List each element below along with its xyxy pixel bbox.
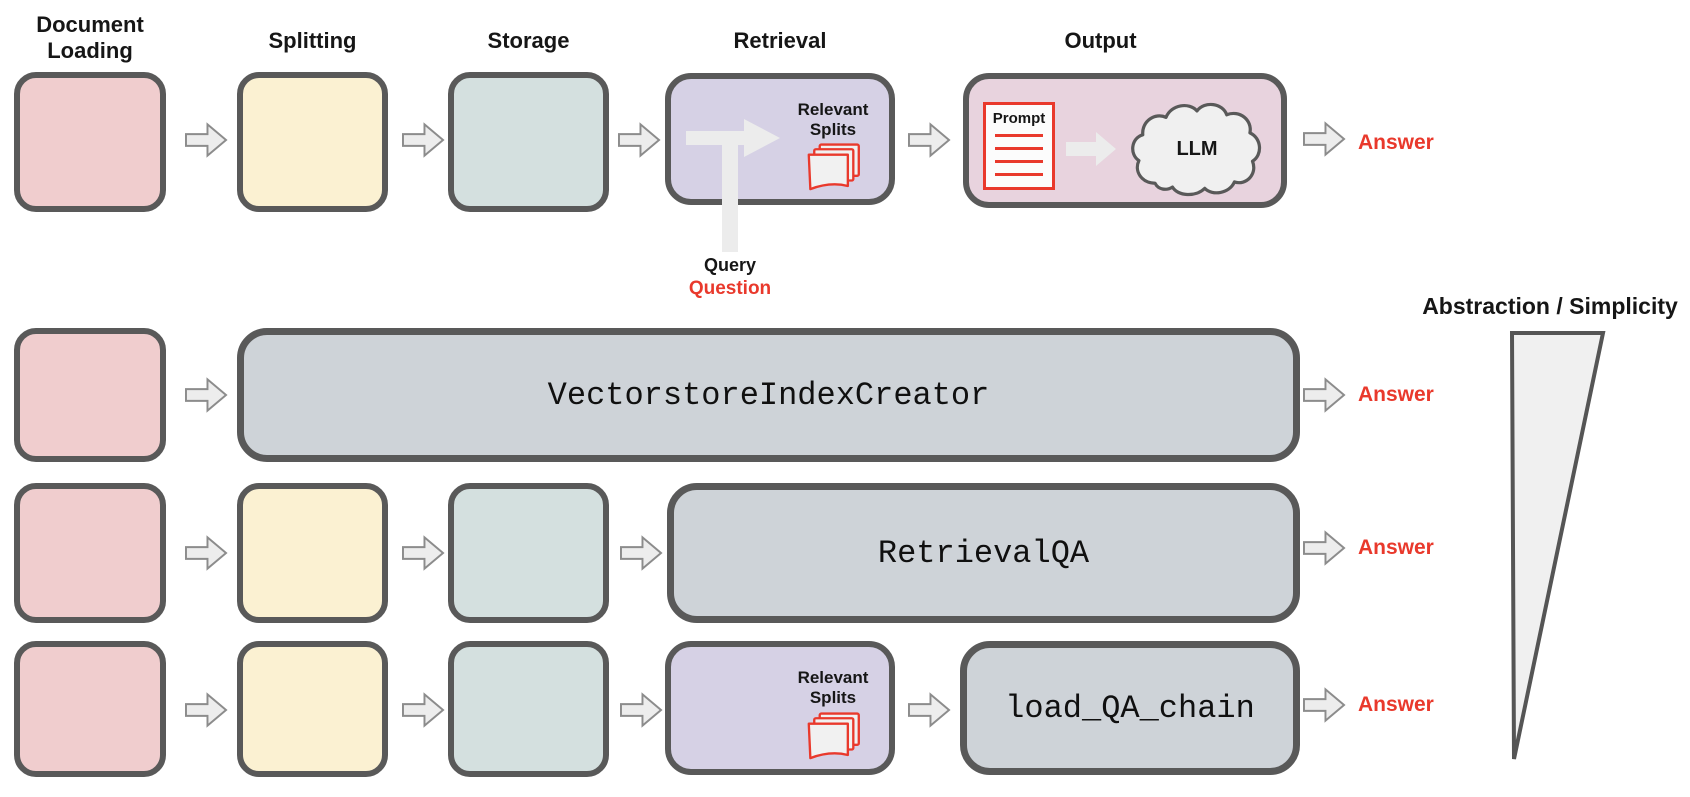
arrow-right-icon <box>402 535 445 571</box>
stage-label-document-loading: Document Loading <box>36 12 144 63</box>
arrow-right-icon <box>185 377 228 413</box>
storage-box <box>448 483 609 623</box>
arrow-right-icon <box>185 692 228 728</box>
load-qa-chain-box: load_QA_chain <box>960 641 1300 775</box>
relevant-splits-label: Relevant Splits <box>797 100 869 139</box>
prompt-label: Prompt <box>992 110 1046 127</box>
answer-label: Answer <box>1358 693 1434 716</box>
prompt-text-line <box>995 134 1043 137</box>
abstraction-wedge-icon <box>1509 331 1606 760</box>
answer-label: Answer <box>1358 536 1434 559</box>
llm-label: LLM <box>1176 137 1218 160</box>
storage-box <box>448 641 609 777</box>
stage-label-retrieval: Retrieval <box>733 28 827 53</box>
vectorstore-index-creator-label: VectorstoreIndexCreator <box>547 376 990 414</box>
stage-label-output: Output <box>1064 28 1137 53</box>
arrow-right-icon <box>402 122 445 158</box>
stage-label-splitting: Splitting <box>268 28 357 53</box>
retrieval-qa-label: RetrievalQA <box>877 534 1090 572</box>
prompt-text-line <box>995 147 1043 150</box>
splitting-box <box>237 72 388 212</box>
relevant-splits-label: Relevant Splits <box>797 668 869 707</box>
arrow-right-icon <box>185 122 228 158</box>
relevant-splits-docs-icon <box>807 143 860 191</box>
arrow-right-icon <box>908 692 951 728</box>
document-loading-box <box>14 328 166 462</box>
document-loading-box <box>14 483 166 623</box>
splitting-box <box>237 641 388 777</box>
query-label: Query <box>703 255 757 275</box>
arrow-right-icon <box>1303 377 1346 413</box>
arrow-right-icon <box>402 692 445 728</box>
arrow-right-icon <box>1303 687 1346 723</box>
storage-box <box>448 72 609 212</box>
prompt-to-llm-arrow-icon <box>1066 132 1116 166</box>
relevant-splits-docs-icon <box>807 712 860 760</box>
arrow-right-icon <box>618 122 661 158</box>
arrow-right-icon <box>620 692 663 728</box>
load-qa-chain-label: load_QA_chain <box>1005 689 1255 727</box>
arrow-right-icon <box>1303 530 1346 566</box>
document-loading-box <box>14 641 166 777</box>
question-label: Question <box>688 278 772 299</box>
answer-label: Answer <box>1358 131 1434 154</box>
arrow-right-icon <box>1303 121 1346 157</box>
answer-label: Answer <box>1358 383 1434 406</box>
abstraction-axis-label: Abstraction / Simplicity <box>1422 293 1678 319</box>
retrieval-qa-box: RetrievalQA <box>667 483 1300 623</box>
prompt-text-line <box>995 173 1043 176</box>
arrow-right-icon <box>185 535 228 571</box>
llm-cloud-icon <box>1131 102 1262 197</box>
vectorstore-index-creator-box: VectorstoreIndexCreator <box>237 328 1300 462</box>
stage-label-storage: Storage <box>487 28 570 53</box>
prompt-document-icon: Prompt <box>983 102 1055 190</box>
document-loading-box <box>14 72 166 212</box>
relevant-splits-box <box>665 641 895 775</box>
arrow-right-icon <box>620 535 663 571</box>
prompt-text-line <box>995 160 1043 163</box>
arrow-right-icon <box>908 122 951 158</box>
splitting-box <box>237 483 388 623</box>
query-flow-stem <box>722 132 738 252</box>
